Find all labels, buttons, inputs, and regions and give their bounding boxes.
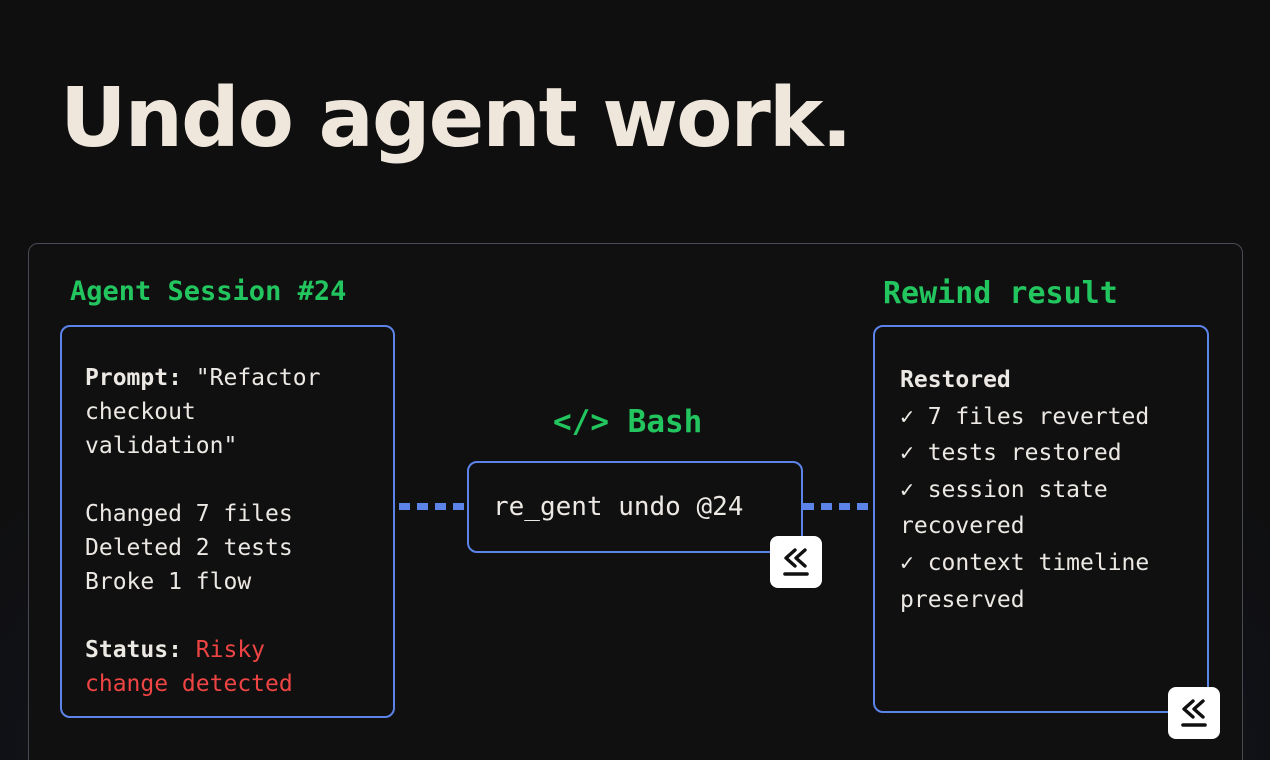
result-line-preserved: preserved — [900, 586, 1025, 613]
result-line-recovered: recovered — [900, 513, 1025, 540]
prompt-text-3: validation" — [85, 433, 238, 459]
result-heading: Restored — [900, 367, 1011, 393]
connector-left — [399, 503, 467, 510]
rewind-logo-icon — [770, 536, 822, 588]
prompt-key: Prompt: — [85, 365, 182, 391]
result-label: Rewind result — [883, 276, 1118, 311]
change-line-tests: Deleted 2 tests — [85, 535, 293, 561]
result-line-files: ✓ 7 files reverted — [900, 403, 1150, 430]
prompt-text-1: "Refactor — [195, 365, 321, 391]
status-line-1: Status: Risky — [85, 633, 371, 667]
result-box: Restored ✓ 7 files reverted ✓ tests rest… — [873, 325, 1209, 713]
change-line-flow: Broke 1 flow — [85, 569, 252, 595]
prompt-line-1: Prompt: "Refactor — [85, 361, 371, 395]
connector-right — [803, 503, 873, 510]
rewind-logo-icon — [1168, 687, 1220, 739]
result-line-context: ✓ context timeline — [900, 549, 1150, 576]
result-line-tests: ✓ tests restored — [900, 440, 1122, 467]
result-line-session: ✓ session state — [900, 476, 1108, 503]
session-box: Prompt: "Refactor checkout validation" C… — [60, 325, 395, 718]
status-value-2: change detected — [85, 671, 293, 697]
session-label: Agent Session #24 — [70, 276, 347, 307]
page-headline: Undo agent work. — [60, 71, 853, 166]
command-box: re_gent undo @24 — [467, 461, 803, 553]
prompt-text-2: checkout — [85, 399, 196, 425]
status-key: Status: — [85, 637, 182, 663]
status-value-1: Risky — [195, 637, 266, 663]
change-line-files: Changed 7 files — [85, 501, 293, 527]
bash-label: </> Bash — [553, 404, 703, 440]
